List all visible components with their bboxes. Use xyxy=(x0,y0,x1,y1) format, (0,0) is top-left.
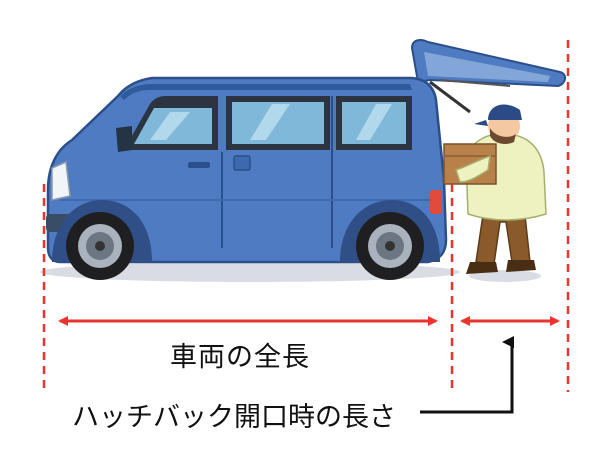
vehicle-length-label: 車両の全長 xyxy=(170,342,310,373)
dimension-guides xyxy=(42,40,570,392)
pointer-arrow xyxy=(420,336,514,414)
worker-icon xyxy=(443,104,547,282)
van-icon xyxy=(40,39,566,282)
hatch-open-length-label: ハッチバック開口時の長さ xyxy=(72,402,396,433)
hatch-door xyxy=(410,39,566,114)
rear-wheel xyxy=(356,212,424,280)
front-wheel xyxy=(66,212,134,280)
van-shadow xyxy=(40,262,460,282)
